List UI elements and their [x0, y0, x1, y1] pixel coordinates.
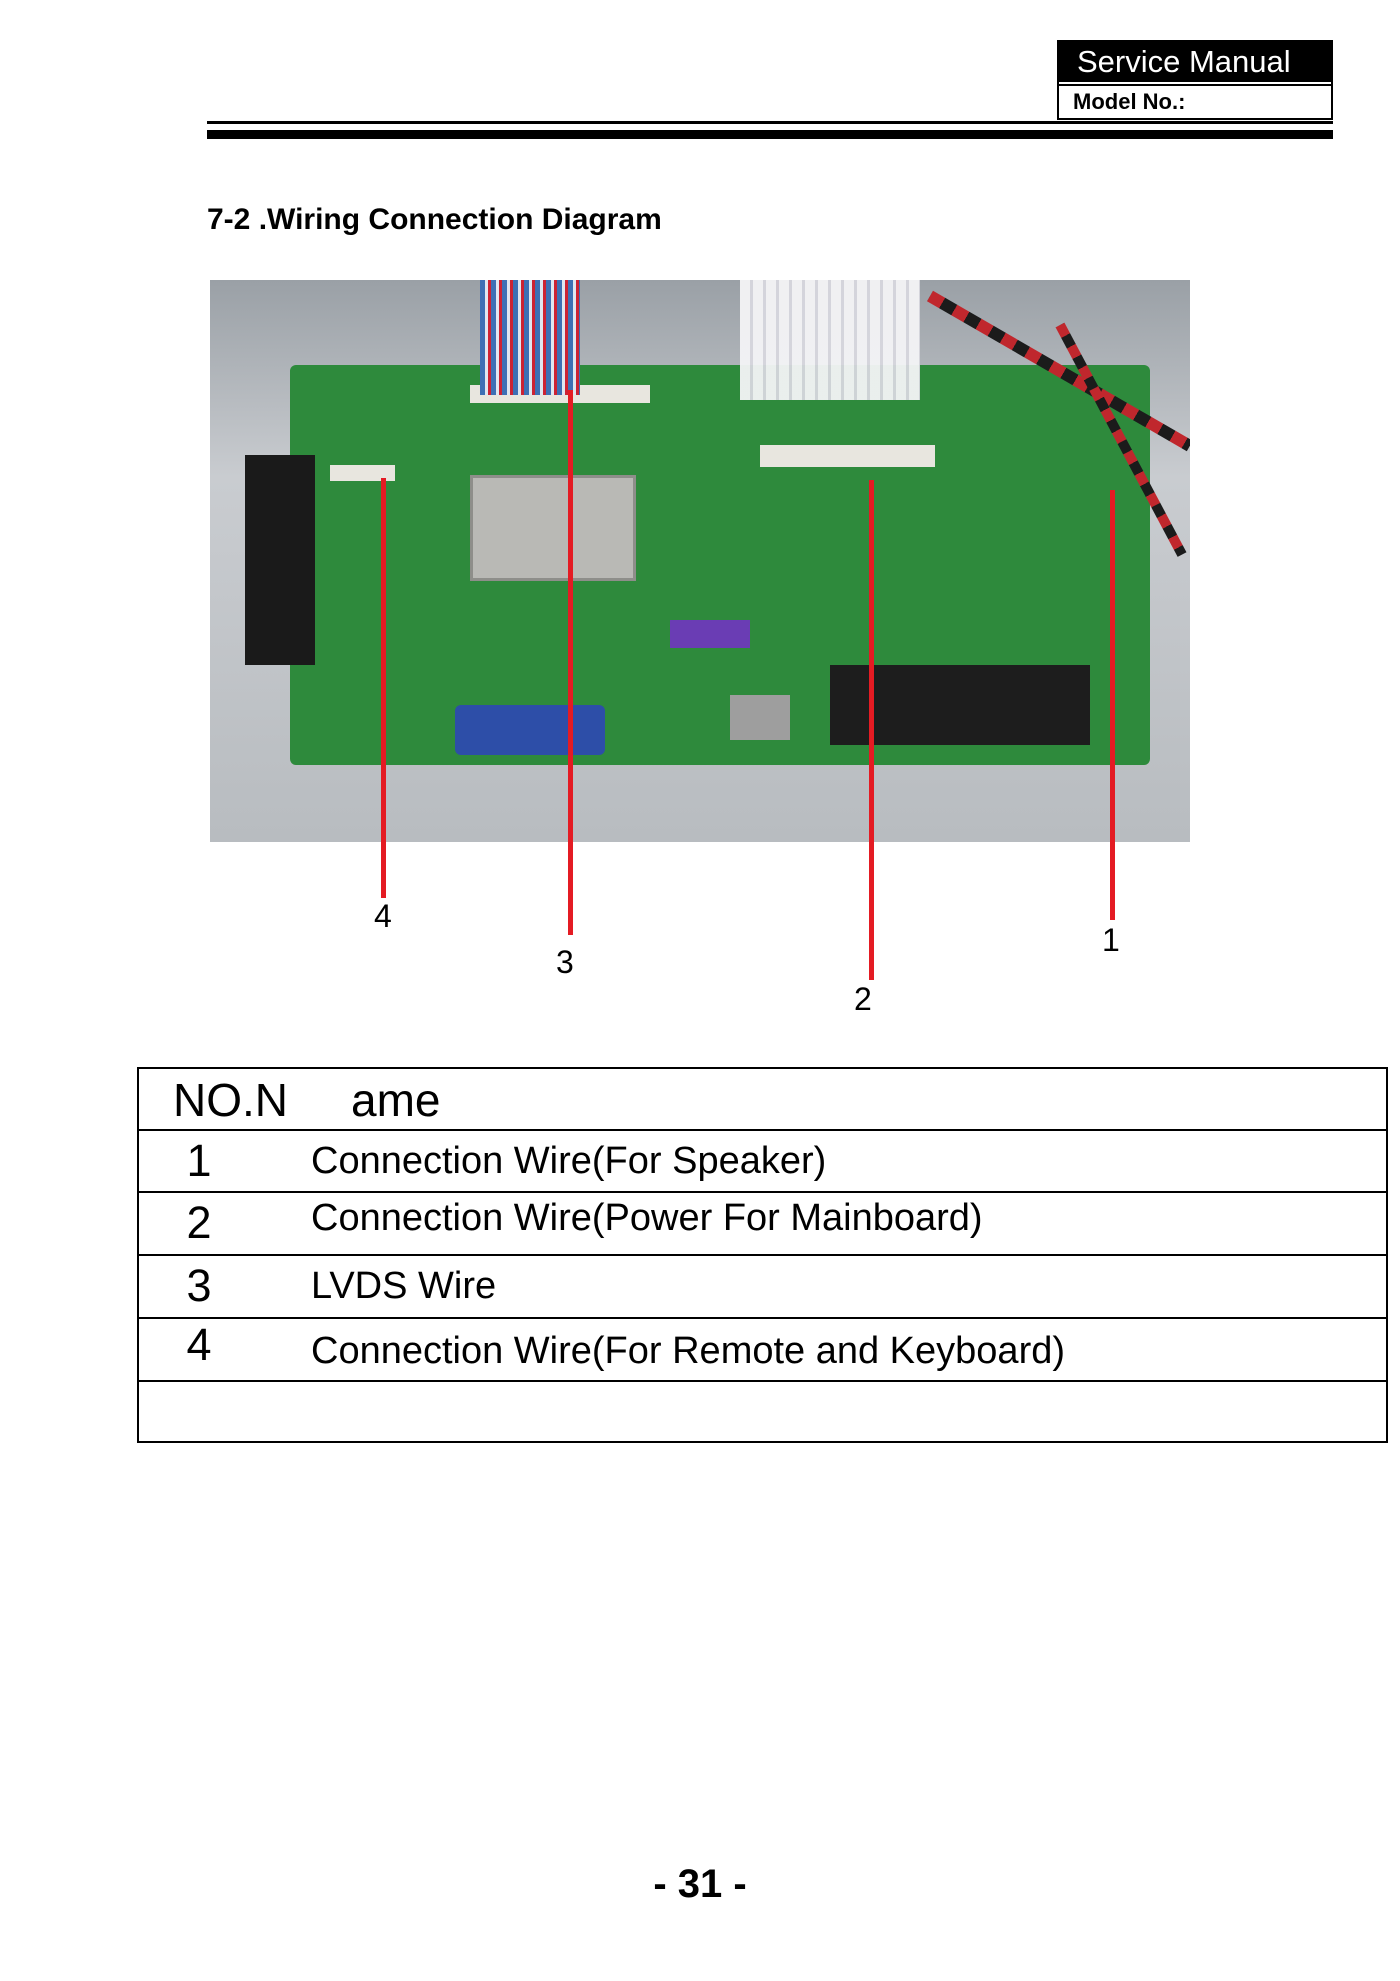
- lvds-cable: [480, 280, 580, 395]
- leader-line-2: [869, 480, 874, 980]
- table-row: 2 Connection Wire(Power For Mainboard): [139, 1193, 1386, 1256]
- callout-4: 4: [374, 898, 392, 934]
- table-row-empty: [139, 1382, 1386, 1443]
- header-box: Service Manual Model No.:: [1057, 40, 1333, 120]
- callout-1: 1: [1102, 922, 1120, 958]
- header-rule-thick: [207, 130, 1333, 139]
- header-rule-thin: [207, 121, 1333, 124]
- leader-line-3: [568, 390, 573, 935]
- table-row: 4 Connection Wire(For Remote and Keyboar…: [139, 1319, 1386, 1382]
- header-no: NO.N: [173, 1074, 288, 1126]
- table-header-row: NO.N ame: [139, 1069, 1386, 1131]
- header-name: ame: [351, 1074, 441, 1126]
- page-number: - 31 -: [653, 1862, 747, 1906]
- table-row: 3 LVDS Wire: [139, 1256, 1386, 1319]
- row-number: 1: [186, 1135, 212, 1186]
- rca-jacks: [245, 455, 315, 665]
- callout-3: 3: [556, 944, 574, 980]
- leader-line-1: [1110, 490, 1115, 920]
- heatsink: [470, 475, 636, 581]
- section-title: 7-2 .Wiring Connection Diagram: [207, 203, 662, 236]
- mainboard-pcb: [245, 365, 1150, 765]
- leader-line-4: [381, 478, 386, 898]
- vga-port: [455, 705, 605, 755]
- chip-label: [670, 620, 750, 648]
- table-row: 1 Connection Wire(For Speaker): [139, 1131, 1386, 1193]
- power-cable: [740, 280, 920, 400]
- row-name: Connection Wire(For Remote and Keyboard): [311, 1330, 1066, 1372]
- mainboard-photo: [210, 280, 1190, 842]
- keyboard-connector: [330, 465, 395, 481]
- wire-table: NO.N ame 1 Connection Wire(For Speaker) …: [137, 1067, 1388, 1443]
- row-name: Connection Wire(Power For Mainboard): [311, 1197, 983, 1239]
- manual-title: Service Manual: [1059, 42, 1331, 82]
- row-number: 4: [186, 1319, 212, 1370]
- row-number: 2: [186, 1197, 212, 1248]
- power-connector: [760, 445, 935, 467]
- row-name: LVDS Wire: [311, 1265, 497, 1307]
- row-number: 3: [186, 1260, 212, 1311]
- hdmi-port: [730, 695, 790, 740]
- model-number-label: Model No.:: [1059, 84, 1331, 118]
- row-name: Connection Wire(For Speaker): [311, 1140, 827, 1182]
- callout-2: 2: [854, 981, 872, 1017]
